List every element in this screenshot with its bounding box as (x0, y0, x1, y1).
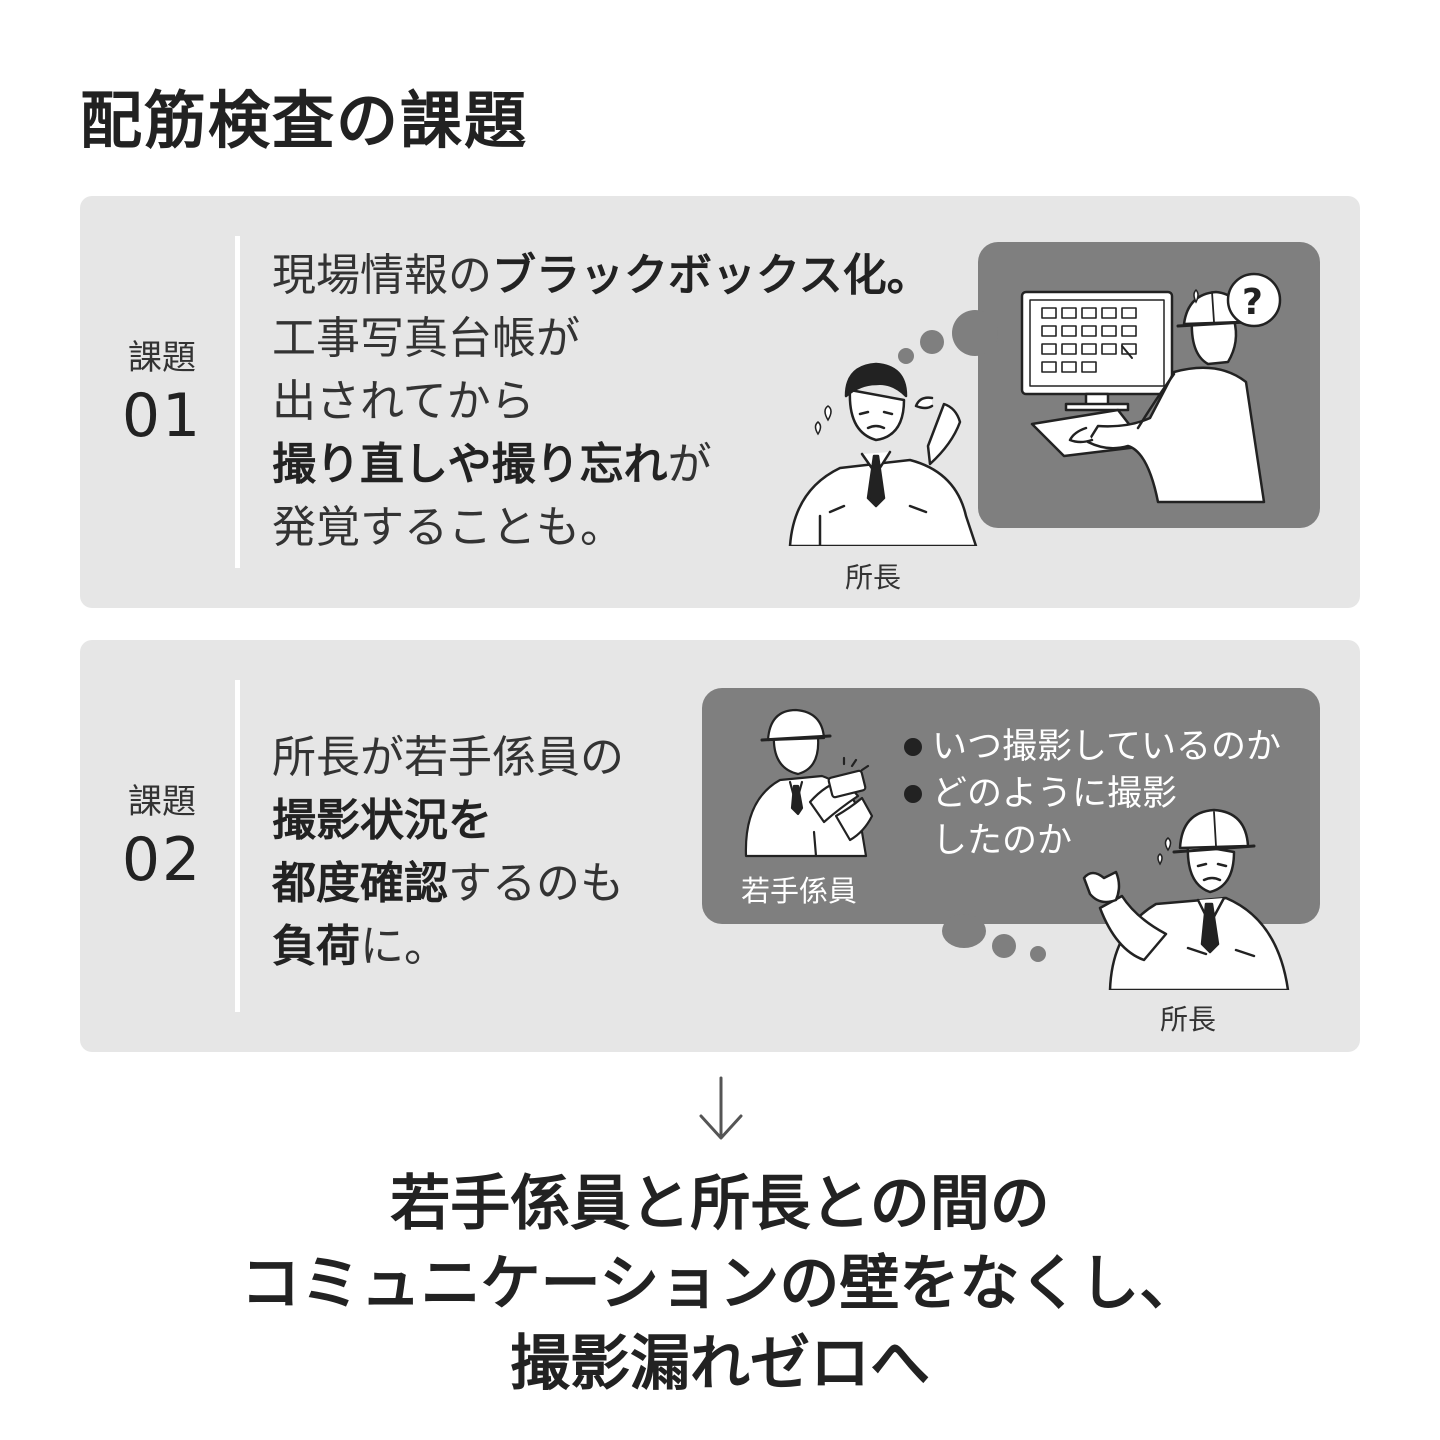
text-segment-bold: 撮り直しや撮り忘れ (272, 439, 668, 490)
worker-at-computer-icon: ? (1020, 272, 1282, 504)
director-gesturing-icon (1082, 808, 1290, 990)
text-line: 所長が若手係員の (272, 726, 624, 789)
text-segment: 所長が若手係員の (272, 732, 624, 783)
text-line: 発覚することも。 (272, 496, 931, 559)
text-segment-bold: ブラックボックス化。 (492, 250, 931, 301)
text-line: 撮影状況を (272, 789, 624, 852)
issue-card-02: 課題 02 所長が若手係員の 撮影状況を 都度確認するのも 負荷に。 (80, 640, 1360, 1052)
text-segment: に。 (360, 921, 448, 972)
text-segment: するのも (448, 858, 624, 909)
text-segment: が (667, 439, 712, 490)
text-segment: 工事写真台帳が (272, 313, 580, 364)
bubble-dot (1030, 946, 1046, 962)
text-line: 現場情報のブラックボックス化。 (272, 244, 931, 307)
junior-caption: 若手係員 (741, 874, 858, 908)
text-line: 都度確認するのも (272, 852, 624, 915)
bubble-dot (898, 348, 914, 364)
issue-label: 課題 (128, 782, 196, 822)
text-segment-bold: 撮影状況を (272, 795, 492, 846)
page-title: 配筋検査の課題 (80, 84, 529, 157)
director-caption: 所長 (1160, 1003, 1217, 1036)
text-line: 撮り直しや撮り忘れが (272, 433, 931, 496)
svg-text:?: ? (1242, 282, 1263, 323)
conclusion-message: 若手係員と所長との間の コミュニケーションの壁をなくし、 撮影漏れゼロへ (0, 1164, 1440, 1404)
text-line: 出されてから (272, 370, 931, 433)
text-segment: 出されてから (272, 376, 535, 427)
bubble-dot (942, 914, 986, 948)
bullet-icon (904, 738, 922, 756)
worried-director-icon (788, 362, 978, 546)
issue-badge: 課題 02 (120, 780, 204, 896)
divider (235, 680, 240, 1012)
junior-worker-photographing-icon (744, 708, 874, 858)
conclusion-line: 撮影漏れゼロへ (510, 1329, 930, 1399)
text-segment: 発覚することも。 (272, 502, 624, 553)
bullet-icon (904, 785, 922, 803)
arrow-down-icon (699, 1076, 743, 1140)
list-item: どのように撮影 (902, 771, 1281, 818)
issue-description: 所長が若手係員の 撮影状況を 都度確認するのも 負荷に。 (272, 726, 624, 978)
bubble-dot (920, 330, 944, 354)
issue-card-01: 課題 01 現場情報のブラックボックス化。 工事写真台帳が 出されてから 撮り直… (80, 196, 1360, 608)
text-line: 工事写真台帳が (272, 307, 931, 370)
text-segment-bold: 都度確認 (272, 858, 448, 909)
bubble-dot (952, 310, 998, 356)
list-item-text: どのように撮影 (932, 774, 1178, 814)
issue-number: 01 (121, 381, 203, 451)
list-item: いつ撮影しているのか (902, 724, 1281, 771)
director-caption: 所長 (845, 561, 902, 594)
issue-label: 課題 (128, 338, 196, 378)
conclusion-line: 若手係員と所長との間の (390, 1169, 1050, 1239)
text-segment-bold: 負荷 (272, 921, 360, 972)
list-item-text: いつ撮影しているのか (932, 727, 1281, 767)
divider (235, 236, 240, 568)
issue-description: 現場情報のブラックボックス化。 工事写真台帳が 出されてから 撮り直しや撮り忘れ… (272, 244, 931, 559)
list-item-text: したのか (932, 821, 1073, 861)
conclusion-line: コミュニケーションの壁をなくし、 (240, 1249, 1200, 1319)
issue-number: 02 (121, 825, 203, 895)
text-line: 負荷に。 (272, 915, 624, 978)
bubble-dot (992, 934, 1016, 958)
list-item: したのか (902, 818, 1281, 865)
issue-badge: 課題 01 (120, 336, 204, 452)
question-list: いつ撮影しているのか どのように撮影 したのか (902, 724, 1281, 865)
text-segment: 現場情報の (272, 250, 492, 301)
